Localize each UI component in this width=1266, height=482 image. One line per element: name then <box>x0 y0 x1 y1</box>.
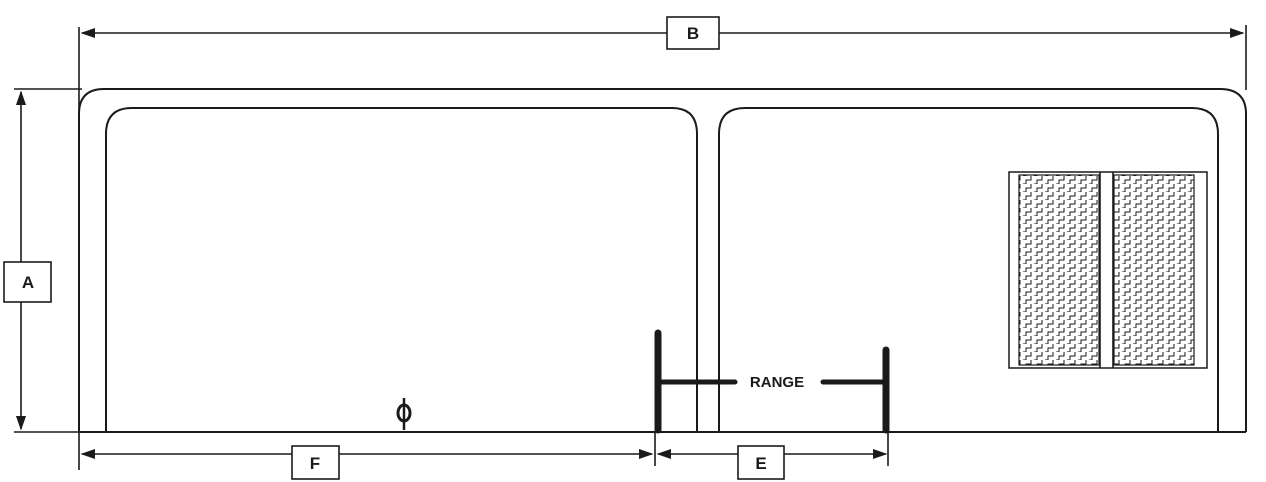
label-box-f <box>291 445 340 480</box>
drain-icon <box>396 398 412 430</box>
label-a: A <box>22 273 34 292</box>
label-box-b <box>666 16 720 50</box>
label-box-a <box>3 261 52 303</box>
label-f: F <box>310 454 320 473</box>
label-box-e <box>737 445 785 480</box>
label-e: E <box>755 454 766 473</box>
drainboard-grate <box>1008 171 1208 369</box>
dimension-a: A <box>3 88 82 433</box>
outer-edge <box>78 88 1247 432</box>
range-label: RANGE <box>750 374 804 391</box>
grate-panel-left <box>1018 174 1100 366</box>
right-bowl <box>718 107 1219 432</box>
dimension-f: F <box>78 432 656 480</box>
drain-circle <box>396 403 412 423</box>
range-indicator: RANGE <box>654 329 890 434</box>
countertop-outline <box>78 88 1247 433</box>
left-bowl <box>105 107 698 432</box>
grate-panel-right <box>1113 174 1195 366</box>
label-b: B <box>687 24 699 43</box>
dimension-e: E <box>656 432 889 480</box>
